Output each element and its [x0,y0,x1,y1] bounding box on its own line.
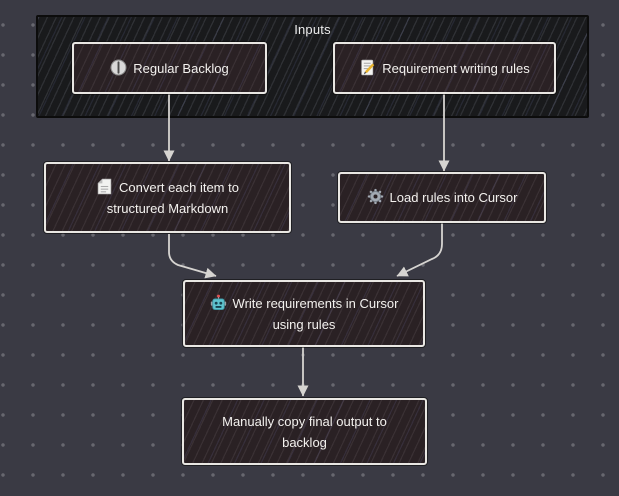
node-label: Convert each item to structured Markdown [106,179,239,216]
node-copy-output[interactable]: Manually copy final output to backlog [182,398,427,465]
group-inputs-label: Inputs [294,22,331,37]
node-label: Requirement writing rules [382,60,530,76]
edge-load-to-write[interactable] [396,223,443,277]
node-label: Manually copy final output to backlog [222,413,387,450]
node-load-rules[interactable]: Load rules into Cursor [338,172,546,223]
node-label: Regular Backlog [133,60,229,76]
memo-icon [359,59,376,76]
clock-icon [110,59,127,76]
node-write-requirements[interactable]: Write requirements in Cursor using rules [183,280,425,347]
node-label: Load rules into Cursor [389,190,518,205]
node-regular-backlog[interactable]: Regular Backlog [72,42,267,94]
gear-icon [367,188,384,205]
node-label: Write requirements in Cursor using rules [232,295,399,332]
node-requirement-writing-rules[interactable]: Requirement writing rules [333,42,556,94]
edge-convert-to-write[interactable] [168,234,217,279]
page-icon [96,178,113,195]
node-convert-markdown[interactable]: Convert each item to structured Markdown [44,162,291,233]
robot-icon [210,294,227,311]
